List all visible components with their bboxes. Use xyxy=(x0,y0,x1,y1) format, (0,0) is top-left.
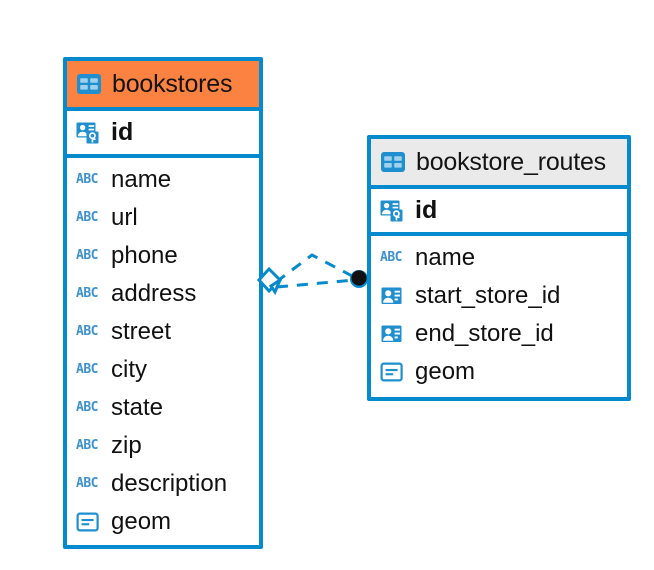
table-icon xyxy=(76,73,102,95)
entity-header-bookstore-routes[interactable]: bookstore_routes xyxy=(371,139,627,189)
field-row-name[interactable]: ABC name xyxy=(67,161,259,199)
primary-key-icon xyxy=(380,199,406,223)
field-label: description xyxy=(111,470,228,497)
geometry-type-icon xyxy=(76,511,102,533)
field-label: zip xyxy=(111,432,142,459)
field-label: url xyxy=(111,204,138,231)
field-label: end_store_id xyxy=(415,320,554,347)
field-row-city[interactable]: ABC city xyxy=(67,351,259,389)
field-row-end-store-id[interactable]: end_store_id xyxy=(371,315,627,353)
entity-title: bookstore_routes xyxy=(416,147,606,176)
relationship-connector[interactable] xyxy=(255,238,380,318)
field-label: start_store_id xyxy=(415,282,561,309)
field-label: id xyxy=(111,118,134,146)
field-label: phone xyxy=(111,242,178,269)
text-type-icon: ABC xyxy=(76,475,98,491)
entity-title: bookstores xyxy=(112,69,233,98)
field-row-id[interactable]: id xyxy=(371,189,627,236)
geometry-type-icon xyxy=(380,361,406,383)
entity-bookstore-routes[interactable]: bookstore_routes id xyxy=(367,135,631,401)
field-row-state[interactable]: ABC state xyxy=(67,389,259,427)
text-type-icon: ABC xyxy=(380,249,402,265)
field-list-bookstores: ABC name ABC url ABC phone ABC address A… xyxy=(67,158,259,541)
field-label: name xyxy=(111,166,172,193)
field-row-id[interactable]: id xyxy=(67,111,259,158)
text-type-icon: ABC xyxy=(76,171,98,187)
primary-key-icon xyxy=(76,121,102,145)
text-type-icon: ABC xyxy=(76,399,98,415)
field-label: geom xyxy=(111,508,172,535)
entity-header-bookstores[interactable]: bookstores xyxy=(67,61,259,111)
field-list-bookstore-routes: ABC name start_store_id xyxy=(371,236,627,391)
field-label: geom xyxy=(415,358,476,385)
field-row-geom[interactable]: geom xyxy=(371,353,627,391)
text-type-icon: ABC xyxy=(76,323,98,339)
field-row-phone[interactable]: ABC phone xyxy=(67,237,259,275)
field-label: id xyxy=(415,196,438,224)
field-row-zip[interactable]: ABC zip xyxy=(67,427,259,465)
foreign-key-icon xyxy=(380,285,406,307)
field-row-address[interactable]: ABC address xyxy=(67,275,259,313)
field-row-street[interactable]: ABC street xyxy=(67,313,259,351)
field-label: city xyxy=(111,356,147,383)
text-type-icon: ABC xyxy=(76,285,98,301)
text-type-icon: ABC xyxy=(76,209,98,225)
filled-circle-marker xyxy=(350,270,368,288)
field-label: state xyxy=(111,394,164,421)
text-type-icon: ABC xyxy=(76,437,98,453)
text-type-icon: ABC xyxy=(76,247,98,263)
text-type-icon: ABC xyxy=(76,361,98,377)
field-row-geom[interactable]: geom xyxy=(67,503,259,541)
field-label: address xyxy=(111,280,197,307)
field-row-start-store-id[interactable]: start_store_id xyxy=(371,277,627,315)
field-row-description[interactable]: ABC description xyxy=(67,465,259,503)
foreign-key-icon xyxy=(380,323,406,345)
field-label: street xyxy=(111,318,172,345)
field-label: name xyxy=(415,244,476,271)
field-row-url[interactable]: ABC url xyxy=(67,199,259,237)
entity-bookstores[interactable]: bookstores id xyxy=(63,57,263,549)
field-row-name[interactable]: ABC name xyxy=(371,239,627,277)
table-icon xyxy=(380,151,406,173)
